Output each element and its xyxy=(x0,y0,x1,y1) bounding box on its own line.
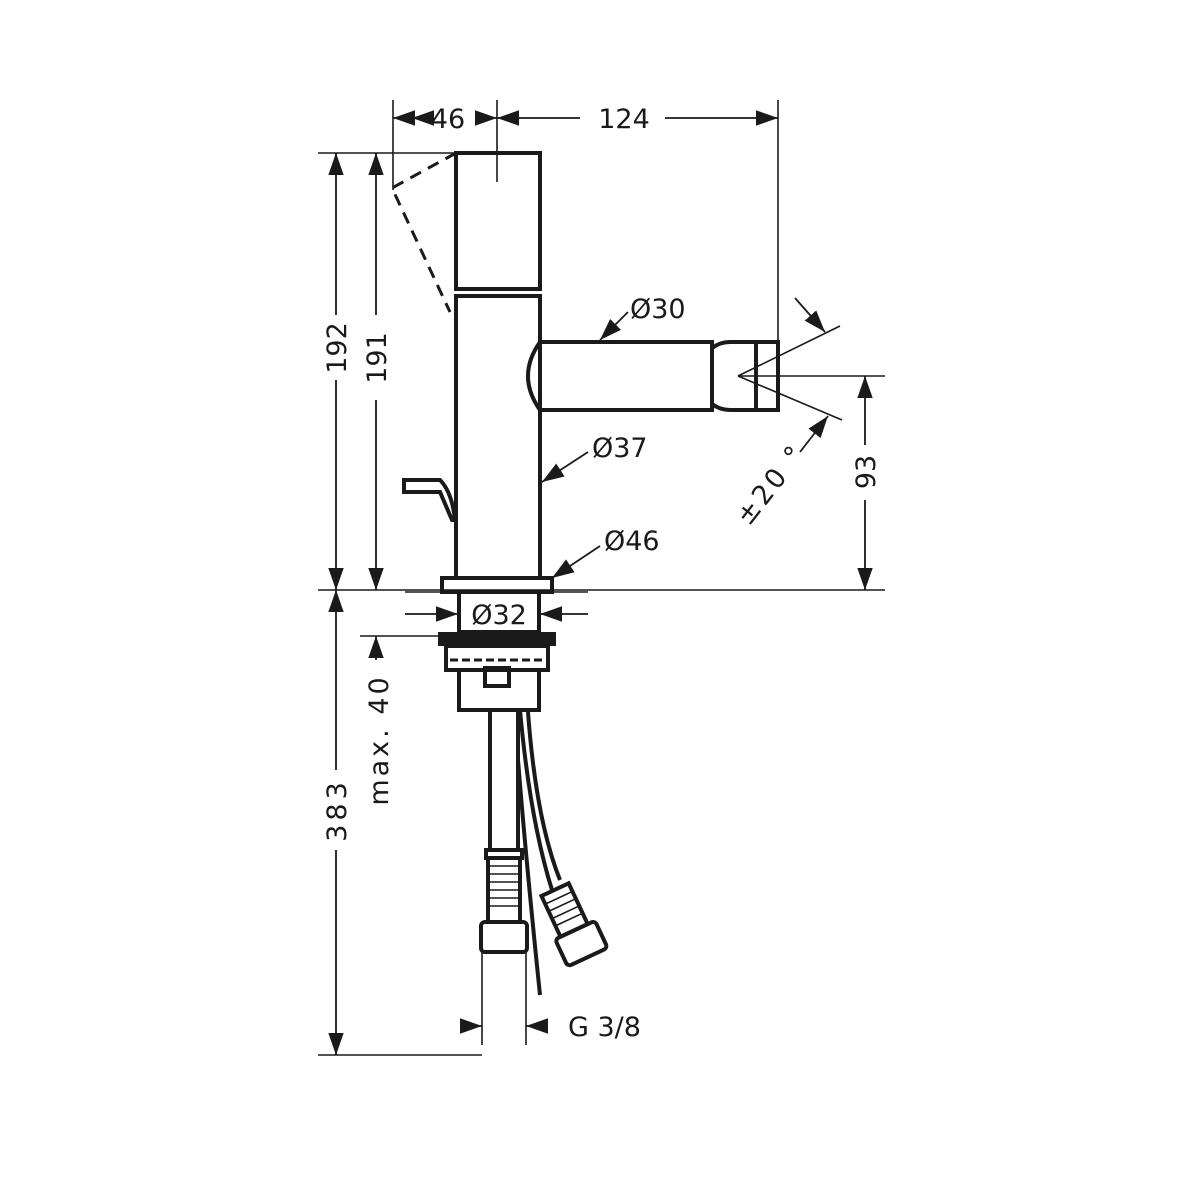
dim-hose-length: 383 xyxy=(322,778,353,842)
lower-body xyxy=(457,668,541,712)
label-base-diameter: Ø46 xyxy=(604,526,660,557)
connector-nut xyxy=(479,920,529,954)
dimension-lines xyxy=(328,110,873,1055)
dim-spout-height: 93 xyxy=(851,455,882,489)
dim-handle-offset: 46 xyxy=(431,104,465,135)
handle-swing-dashed xyxy=(390,151,457,313)
dim-handle-height: 191 xyxy=(362,332,393,384)
faucet-outline xyxy=(390,151,780,996)
connector-right xyxy=(538,880,609,968)
label-hole-diameter: Ø32 xyxy=(471,600,527,631)
spout xyxy=(526,340,714,412)
label-connection: G 3/8 xyxy=(568,1012,641,1043)
faucet-body xyxy=(454,294,542,580)
label-swivel-angle: ±20 ° xyxy=(730,438,812,531)
dim-spout-reach: 124 xyxy=(598,104,650,135)
dim-total-height: 192 xyxy=(322,322,353,374)
label-body-diameter: Ø37 xyxy=(592,433,648,464)
handle-cap xyxy=(454,151,542,291)
label-spout-diameter: Ø30 xyxy=(630,294,686,325)
dim-max-thickness: max. 40 xyxy=(364,674,395,805)
extension-lines xyxy=(318,100,885,1056)
pop-up-lever xyxy=(402,478,458,522)
hose-right xyxy=(518,709,554,891)
washer xyxy=(438,632,556,646)
